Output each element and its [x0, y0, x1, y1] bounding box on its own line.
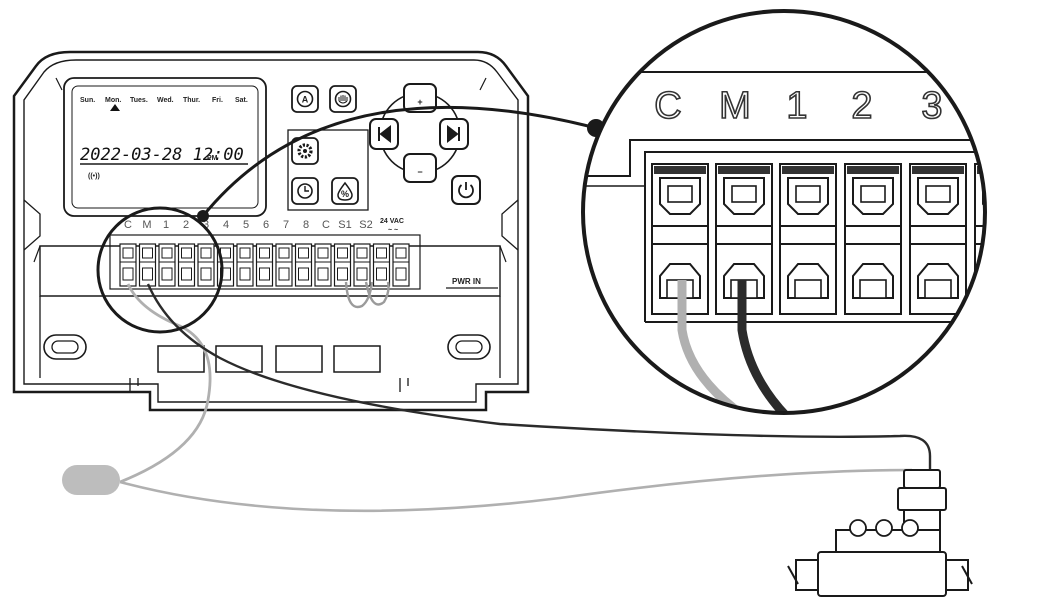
zoom-terminal [779, 163, 837, 315]
terminal-screw [333, 243, 352, 287]
hand-icon [338, 95, 348, 104]
terminal-screw [119, 243, 137, 287]
terminal-screw [275, 243, 293, 287]
skip-previous-icon [378, 124, 391, 144]
terminal-screw [236, 243, 254, 287]
terminal-label-5: 5 [243, 219, 249, 231]
terminal-screw [353, 243, 371, 287]
common-wire [119, 283, 212, 484]
next-button[interactable] [439, 118, 469, 150]
terminal-label-3: 3 [203, 219, 209, 231]
terminal-label-m: M [142, 219, 151, 231]
active-day-marker [110, 104, 120, 111]
auto-button[interactable]: A [291, 85, 319, 113]
terminal-screw [255, 243, 274, 287]
terminal-screw [392, 243, 410, 287]
mount-hole-left [43, 334, 87, 360]
zoom-label-c: C [654, 85, 681, 127]
zoom-terminal [909, 163, 967, 315]
mount-hole-right [447, 334, 491, 360]
plus-button[interactable]: + [403, 83, 437, 113]
terminal-screw [177, 243, 196, 287]
terminal-screw [314, 243, 332, 287]
sensor-cable [119, 468, 913, 513]
sensor-wire-loop [344, 281, 390, 309]
terminal-screw [158, 243, 176, 287]
wifi-icon: ((•)) [88, 173, 100, 180]
terminal-label-4: 4 [223, 219, 229, 231]
manual-button[interactable] [329, 85, 357, 113]
terminal-label-1: 1 [163, 219, 169, 231]
terminal-screw [138, 243, 157, 287]
zoom-label-1: 1 [786, 85, 807, 127]
terminal-label-c: C [124, 219, 132, 231]
terminal-label-s2: S2 [359, 219, 372, 231]
plus-button-label: + [417, 97, 422, 107]
terminal-screw [197, 243, 215, 287]
day-thu: Thur. [183, 97, 200, 104]
day-mon: Mon. [105, 97, 121, 104]
zoom-terminals [651, 163, 985, 315]
zoom-master-wire [737, 280, 794, 413]
terminal-label-8: 8 [303, 219, 309, 231]
terminal-label-s1: S1 [338, 219, 351, 231]
minus-button-label: − [417, 167, 422, 177]
knockouts [157, 345, 381, 373]
solenoid-valve [787, 469, 973, 597]
terminal-label-24vac: 24 VAC [380, 218, 404, 225]
minus-button[interactable]: − [403, 153, 437, 183]
terminal-label-7: 7 [283, 219, 289, 231]
zoom-label-m: M [719, 85, 751, 127]
gear-icon [297, 143, 313, 159]
terminal-label-6: 6 [263, 219, 269, 231]
day-tue: Tues. [130, 97, 148, 104]
power-icon [458, 182, 474, 199]
terminal-label-2: 2 [183, 219, 189, 231]
settings-button[interactable] [291, 137, 319, 165]
master-wire [146, 283, 932, 470]
water-budget-label: % [341, 189, 349, 199]
lcd-datetime: 2022-03-28 12:00 [80, 145, 244, 165]
previous-button[interactable] [369, 118, 399, 150]
water-budget-button[interactable]: % [331, 177, 359, 205]
rain-sensor [62, 465, 120, 495]
pwr-in-label: PWR IN [452, 277, 481, 286]
day-wed: Wed. [157, 97, 174, 104]
water-drop-icon [337, 181, 353, 201]
zoom-label-2: 2 [851, 85, 872, 127]
auto-button-label: A [302, 95, 309, 105]
terminal-screw [294, 243, 313, 287]
navigation-dpad: + − [369, 83, 469, 183]
controller-unit: Sun. Mon. Tues. Wed. Thur. Fri. Sat. 202… [12, 50, 530, 412]
zoom-detail: C M 1 2 3 [581, 9, 987, 415]
day-sun: Sun. [80, 97, 95, 104]
terminal-label-vac-sub: ~ ~ [388, 227, 398, 234]
callout-line [201, 105, 597, 217]
lcd-meridiem: PM [207, 155, 218, 162]
day-fri: Fri. [212, 97, 223, 104]
power-button[interactable] [451, 175, 481, 205]
day-sat: Sat. [235, 97, 248, 104]
zoom-terminal [844, 163, 902, 315]
terminal-labels: C M 1 2 3 4 5 6 7 8 C S1 S2 24 VAC ~ ~ [124, 218, 404, 234]
terminal-screw [372, 243, 391, 287]
zoom-label-3: 3 [921, 85, 942, 127]
terminal-block [119, 243, 410, 287]
clock-button[interactable] [291, 177, 319, 205]
terminal-label-c2: C [322, 219, 330, 231]
zoom-source-circle [96, 206, 224, 334]
skip-next-icon [447, 124, 460, 144]
